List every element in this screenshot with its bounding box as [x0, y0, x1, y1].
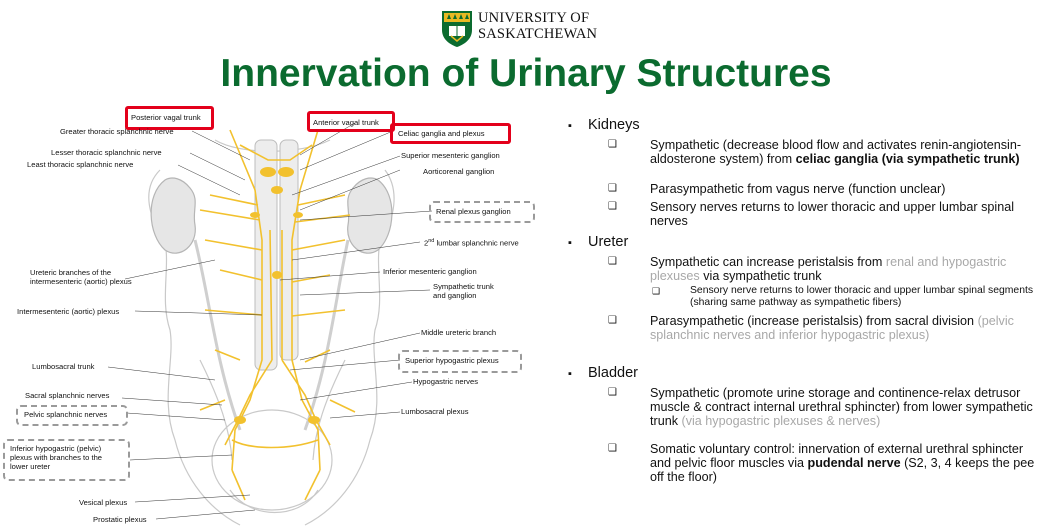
sub-bullet-marker: ❑ — [652, 286, 661, 296]
kidneys-heading: Kidneys — [588, 117, 640, 133]
sub-bullet-marker: ❑ — [608, 315, 617, 326]
label-anterior-vagal-trunk: Anterior vagal trunk — [313, 118, 379, 127]
sub-bullet-marker: ❑ — [608, 183, 617, 194]
celiac-ganglia-highlight — [390, 123, 511, 144]
university-line-1: University of — [478, 10, 590, 26]
pelvic-splanchnic-highlight — [16, 405, 128, 426]
sub-bullet-marker: ❑ — [608, 139, 617, 150]
bullet-marker: ▪ — [568, 120, 572, 132]
section-heading: ▪ Bladder — [568, 365, 638, 381]
label-renal-plexus: Renal plexus ganglion — [436, 207, 511, 216]
label-posterior-vagal-trunk: Posterior vagal trunk — [131, 113, 201, 122]
section-heading: ▪ Ureter — [568, 234, 628, 250]
sub-bullet-marker: ❑ — [608, 201, 617, 212]
sub-bullet-marker: ❑ — [608, 387, 617, 398]
label-vesical-plexus: Vesical plexus — [79, 498, 128, 507]
label-inferior-mesenteric: Inferior mesenteric ganglion — [383, 267, 477, 276]
university-logo: University of Saskatchewan — [441, 8, 616, 50]
anterior-vagal-highlight — [307, 111, 395, 132]
label-ureteric-branches: Ureteric branches of the intermesenteric… — [30, 268, 132, 286]
label-intermesenteric: Intermesenteric (aortic) plexus — [17, 307, 120, 316]
label-second-lumbar: 2nd lumbar splanchnic nerve — [424, 238, 519, 248]
bladder-heading: Bladder — [588, 365, 638, 381]
label-pelvic-splanchnic: Pelvic splanchnic nerves — [24, 410, 108, 419]
label-sympathetic-trunk: Sympathetic trunk and ganglion — [433, 282, 494, 300]
label-aorticorenal: Aorticorenal ganglion — [423, 167, 495, 176]
anatomical-figure: Posterior vagal trunk Greater thoracic s… — [0, 100, 540, 531]
label-middle-ureteric: Middle ureteric branch — [421, 328, 497, 337]
label-celiac-ganglia: Celiac ganglia and plexus — [398, 129, 485, 138]
label-sacral-splanchnic: Sacral splanchnic nerves — [25, 391, 110, 400]
label-lumbosacral-trunk: Lumbosacral trunk — [32, 362, 95, 371]
university-line-2: Saskatchewan — [478, 26, 598, 42]
sub-bullet-marker: ❑ — [608, 443, 617, 454]
page-title: Innervation of Urinary Structures — [220, 52, 832, 95]
ureter-heading: Ureter — [588, 234, 629, 250]
bullet-marker: ▪ — [568, 368, 572, 380]
label-superior-mesenteric: Superior mesenteric ganglion — [401, 151, 500, 160]
label-lumbosacral-plexus: Lumbosacral plexus — [401, 407, 469, 416]
bullet-marker: ▪ — [568, 237, 572, 249]
inferior-hypogastric-highlight — [3, 439, 130, 481]
label-hypogastric-nerves: Hypogastric nerves — [413, 377, 478, 386]
university-shield-icon — [442, 11, 472, 47]
anatomy-illustration — [107, 122, 433, 526]
label-greater-thoracic: Greater thoracic splanchnic nerve — [60, 127, 174, 136]
label-prostatic-plexus: Prostatic plexus — [93, 515, 147, 524]
renal-plexus-highlight — [429, 201, 535, 223]
section-heading: ▪ Kidneys — [568, 117, 640, 133]
label-inferior-hypogastric: Inferior hypogastric (pelvic) plexus wit… — [10, 444, 103, 471]
label-superior-hypogastric: Superior hypogastric plexus — [405, 356, 499, 365]
sub-bullet-marker: ❑ — [608, 256, 617, 267]
university-name: University of Saskatchewan — [478, 10, 597, 42]
superior-hypogastric-highlight — [398, 350, 522, 373]
posterior-vagal-highlight — [125, 106, 214, 130]
label-least-thoracic: Least thoracic splanchnic nerve — [27, 160, 134, 169]
label-lesser-thoracic: Lesser thoracic splanchnic nerve — [51, 148, 162, 157]
